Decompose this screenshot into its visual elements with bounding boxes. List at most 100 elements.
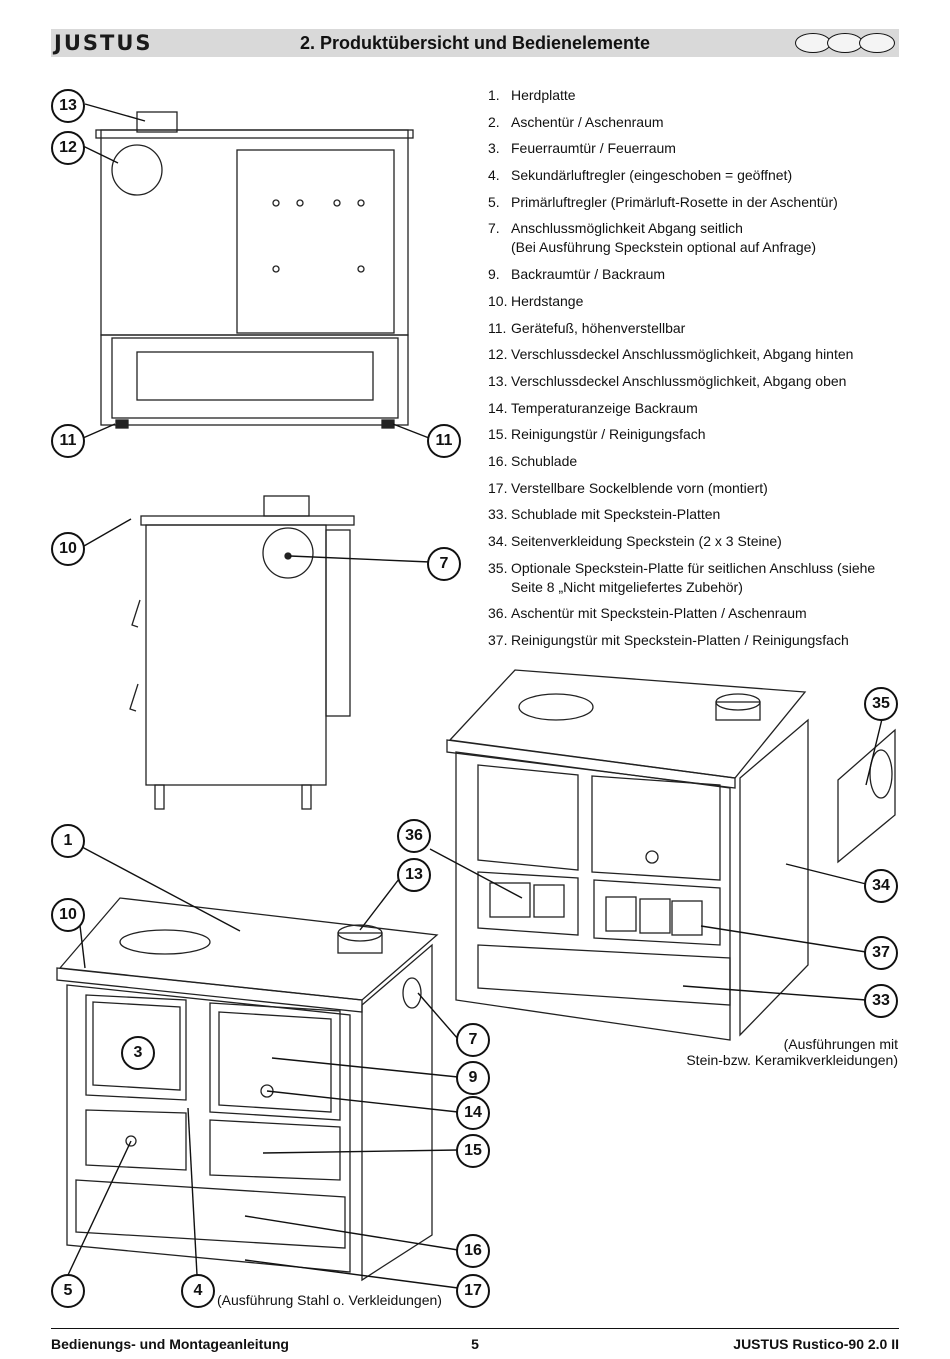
parts-list-item: 33.Schublade mit Speckstein-Platten (488, 505, 898, 524)
part-description: Reinigungstür / Reinigungsfach (511, 425, 898, 444)
part-text: Aschentür / Aschenraum (511, 113, 664, 130)
part-text: Reinigungstür mit Speckstein-Platten / R… (511, 632, 849, 649)
part-description: Sekundärluftregler (eingeschoben = geöff… (511, 166, 898, 185)
parts-list-item: 16.Schublade (488, 452, 898, 471)
footer-rule (51, 1328, 899, 1329)
part-number: 37. (488, 632, 508, 649)
callout-9: 9 (456, 1061, 490, 1095)
part-text: Verschlussdeckel Anschlussmöglichkeit, A… (511, 346, 854, 363)
part-subtext: Seite 8 „Nicht mitgeliefertes Zubehör) (511, 578, 743, 595)
parts-list-item: 2. Aschentür / Aschenraum (488, 113, 898, 132)
part-text: Backraumtür / Backraum (511, 266, 666, 283)
callout-7: 7 (456, 1023, 490, 1057)
callout-36: 36 (397, 819, 431, 853)
part-number: 4. (488, 167, 500, 184)
part-text: Gerätefuß, höhenverstellbar (511, 319, 686, 336)
caption-steel: (Ausführung Stahl o. Verkleidungen) (217, 1292, 442, 1308)
parts-list-item: 35.Optionale Speckstein-Platte für seitl… (488, 559, 898, 597)
callout-10: 10 (51, 898, 85, 932)
part-subtext: (Bei Ausführung Speckstein optional auf … (511, 239, 817, 256)
callout-16: 16 (456, 1234, 490, 1268)
callout-34: 34 (864, 869, 898, 903)
part-description: Backraumtür / Backraum (511, 265, 898, 284)
part-number: 3. (488, 140, 500, 157)
part-number: 17. (488, 479, 508, 496)
front-steel-drawing (56, 897, 439, 1282)
part-description: Reinigungstür mit Speckstein-Platten / R… (511, 631, 898, 650)
part-number: 1. (488, 87, 500, 103)
parts-list-item: 14.Temperaturanzeige Backraum (488, 399, 898, 418)
parts-list-item: 13.Verschlussdeckel Anschlussmöglichkeit… (488, 372, 898, 391)
parts-list-item: 4. Sekundärluftregler (eingeschoben = geö… (488, 166, 898, 185)
part-text: Optionale Speckstein-Platte für seitlich… (511, 559, 876, 576)
part-description: Aschentür mit Speckstein-Platten / Asche… (511, 604, 898, 623)
callout-12: 12 (51, 131, 85, 165)
part-text: Primärluftregler (Primärluft-Rosette in … (511, 193, 838, 210)
parts-list-item: 12.Verschlussdeckel Anschlussmöglichkeit… (488, 345, 898, 364)
callout-5: 5 (51, 1274, 85, 1308)
part-text: Verstellbare Sockelblende vorn (montiert… (511, 479, 768, 496)
parts-list-item: 34.Seitenverkleidung Speckstein (2 x 3 S… (488, 532, 898, 551)
part-number: 2. (488, 113, 500, 130)
part-description: Primärluftregler (Primärluft-Rosette in … (511, 193, 898, 212)
part-text: Schublade mit Speckstein-Platten (511, 506, 721, 523)
part-text: Seitenverkleidung Speckstein (2 x 3 Stei… (511, 533, 782, 549)
part-number: 12. (488, 346, 508, 363)
front-stone-drawing (446, 669, 896, 1041)
footer-right: JUSTUS Rustico-90 2.0 II (733, 1336, 899, 1352)
part-description: Gerätefuß, höhenverstellbar (511, 319, 898, 338)
parts-list-item: 7. Anschlussmöglichkeit Abgang seitlich (B… (488, 219, 898, 257)
part-description: Aschentür / Aschenraum (511, 113, 898, 132)
part-number: 34. (488, 533, 508, 549)
oval-decoration (859, 33, 895, 53)
parts-list-item: 5. Primärluftregler (Primärluft-Rosette i… (488, 193, 898, 212)
callout-13: 13 (397, 858, 431, 892)
part-text: Aschentür mit Speckstein-Platten / Asche… (511, 605, 807, 622)
rear-view-drawing (95, 111, 414, 429)
part-description: Verschlussdeckel Anschlussmöglichkeit, A… (511, 372, 898, 391)
part-number: 35. (488, 559, 508, 576)
callout-15: 15 (456, 1134, 490, 1168)
part-description: Temperaturanzeige Backraum (511, 399, 898, 418)
parts-list-item: 15.Reinigungstür / Reinigungsfach (488, 425, 898, 444)
part-text: Feuerraumtür / Feuerraum (511, 140, 676, 157)
callout-33: 33 (864, 984, 898, 1018)
parts-list-item: 1. Herdplatte (488, 86, 898, 105)
footer-left: Bedienungs- und Montageanleitung (51, 1336, 289, 1352)
parts-list: 1. Herdplatte 2. Aschentür / Aschenraum 3. Fe… (488, 86, 898, 658)
part-description: Anschlussmöglichkeit Abgang seitlich (Bei… (511, 219, 898, 257)
side-view-drawing (129, 495, 355, 810)
part-text: Herdstange (511, 292, 584, 309)
callout-35: 35 (864, 687, 898, 721)
part-text: Sekundärluftregler (eingeschoben = geöff… (511, 167, 793, 184)
part-description: Verstellbare Sockelblende vorn (montiert… (511, 479, 898, 498)
callout-7: 7 (427, 547, 461, 581)
part-text: Temperaturanzeige Backraum (511, 399, 698, 416)
part-description: Verschlussdeckel Anschlussmöglichkeit, A… (511, 345, 898, 364)
caption-stone-line2: Stein-bzw. Keramikverkleidungen) (686, 1052, 898, 1068)
part-number: 7. (488, 220, 500, 237)
caption-stone: (Ausführungen mit Stein-bzw. Keramikverk… (684, 1036, 898, 1068)
part-description: Herdstange (511, 292, 898, 311)
part-description: Optionale Speckstein-Platte für seitlich… (511, 559, 898, 597)
callout-4: 4 (181, 1274, 215, 1308)
callout-17: 17 (456, 1274, 490, 1308)
part-number: 13. (488, 372, 508, 389)
parts-list-item: 3. Feuerraumtür / Feuerraum (488, 139, 898, 158)
callout-11-left: 11 (51, 424, 85, 458)
parts-list-item: 36.Aschentür mit Speckstein-Platten / As… (488, 604, 898, 623)
part-number: 10. (488, 292, 508, 309)
part-text: Verschlussdeckel Anschlussmöglichkeit, A… (511, 372, 847, 389)
parts-list-item: 37.Reinigungstür mit Speckstein-Platten … (488, 631, 898, 650)
part-description: Schublade mit Speckstein-Platten (511, 505, 898, 524)
caption-stone-line1: (Ausführungen mit (783, 1036, 898, 1052)
part-number: 5. (488, 193, 500, 210)
part-text: Anschlussmöglichkeit Abgang seitlich (511, 220, 743, 237)
part-description: Herdplatte (511, 86, 898, 105)
leader-lines (67, 103, 883, 1289)
part-number: 16. (488, 452, 508, 469)
section-title: 2. Produktübersicht und Bedienelemente (299, 33, 651, 53)
part-text: Reinigungstür / Reinigungsfach (511, 426, 706, 443)
callout-11-right: 11 (427, 424, 461, 458)
